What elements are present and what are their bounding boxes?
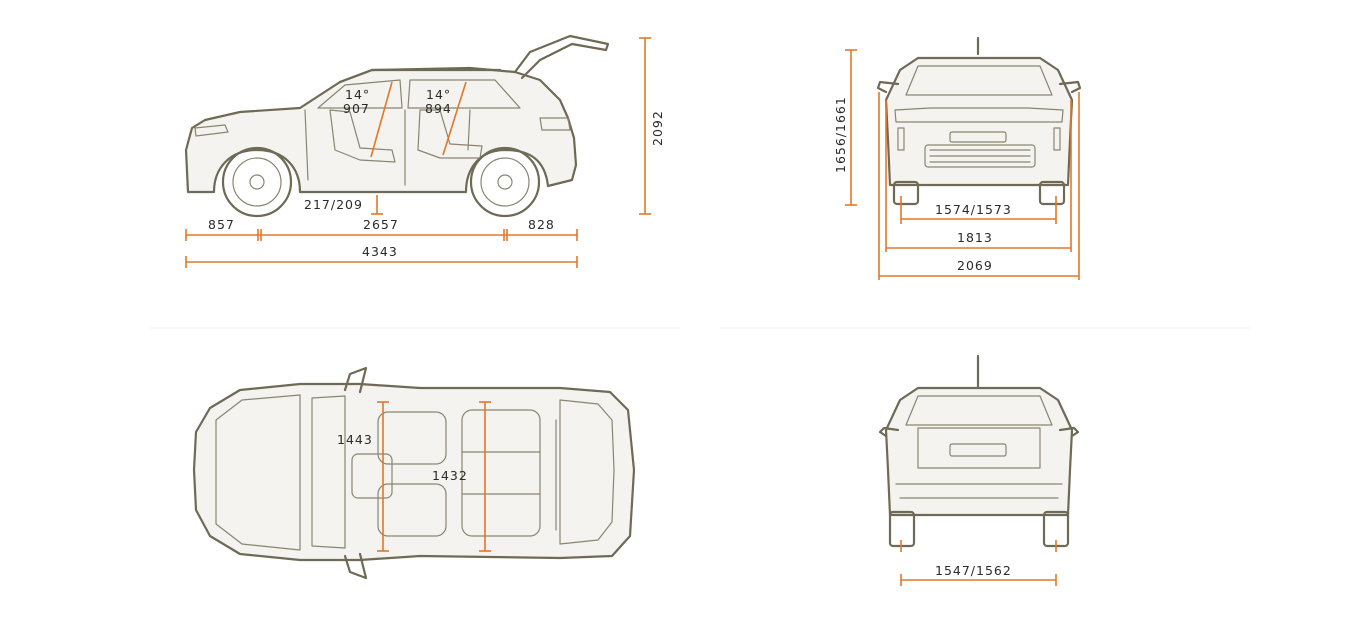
front-seat-angle-line	[370, 81, 393, 158]
front-height-label: 1656/1661	[833, 96, 848, 173]
front-seat-height-label: 907	[343, 101, 370, 116]
side-view-car-outline	[184, 34, 610, 218]
length-segments	[185, 229, 578, 241]
front-seat-angle-label: 14°	[345, 87, 370, 102]
ground-clearance-label: 217/209	[304, 197, 363, 212]
rear-view: 1547/1562	[878, 354, 1080, 586]
top-view: 1443 1432	[192, 366, 636, 580]
rear-track-label: 1547/1562	[935, 563, 1012, 578]
front-view-car-outline	[876, 36, 1082, 206]
rear-seat-angle-label: 14°	[426, 87, 451, 102]
wheelbase-label: 2657	[363, 217, 399, 232]
front-track-label: 1574/1573	[935, 202, 1012, 217]
rear-elbow-label: 1432	[432, 468, 468, 483]
top-view-car-outline	[192, 366, 636, 580]
width-label: 1813	[957, 230, 993, 245]
front-elbow-label: 1443	[337, 432, 373, 447]
overall-length-label: 4343	[362, 244, 398, 259]
width-with-mirrors-label: 2069	[957, 258, 993, 273]
rear-seat-angle-line	[442, 81, 467, 156]
side-view: 14° 907 14° 894 217/209 857 2657 828 434…	[184, 34, 665, 268]
tailgate-height-label: 2092	[650, 110, 665, 146]
rear-view-car-outline	[878, 354, 1080, 548]
front-overhang-label: 857	[208, 217, 235, 232]
rear-seat-height-label: 894	[425, 101, 452, 116]
rear-overhang-label: 828	[528, 217, 555, 232]
front-view: 1656/1661 1574/1573 1813 2069	[833, 36, 1082, 280]
